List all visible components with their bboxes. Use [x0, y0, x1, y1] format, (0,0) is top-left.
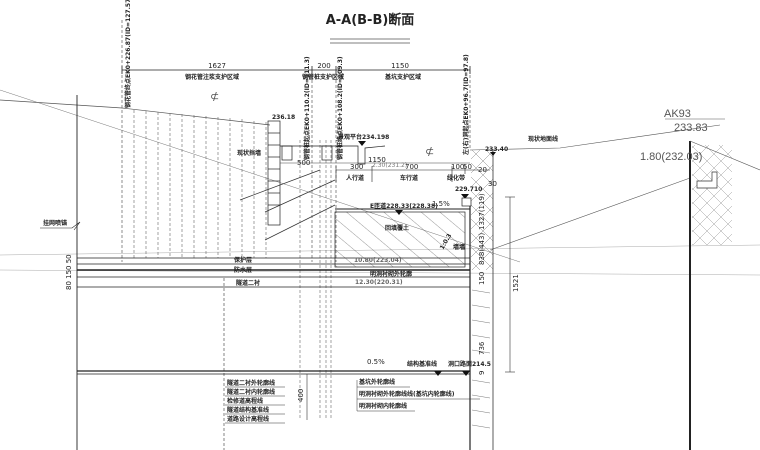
- right-dim-1521: 1521: [512, 274, 520, 292]
- legend-item: 检修道高程线: [227, 397, 263, 405]
- zone-label: 钢花管注浆支护区域: [185, 73, 239, 81]
- dim-20: 20: [478, 166, 487, 174]
- dim-sidewalk: 300: [350, 163, 363, 171]
- portal-elevation: 洞口路面214.5: [448, 360, 491, 368]
- dim-200: 200: [317, 62, 330, 70]
- dim-carriageway: 700: [405, 163, 418, 171]
- sidewalk-label: 人行道: [346, 174, 364, 182]
- existing-ground-line: [469, 124, 721, 151]
- dim-50: 50: [463, 163, 472, 171]
- ak-hatch: [692, 145, 732, 245]
- ak-elevation: 233.83: [674, 122, 708, 134]
- backfill-label: 回填覆土: [385, 224, 409, 232]
- legend-item: 隧道二衬内轮廓线: [227, 388, 275, 396]
- legend-item: 隧道结构基准线: [227, 406, 269, 414]
- grouting-pipes: [133, 110, 332, 420]
- dim-road-total: 1150: [368, 156, 386, 164]
- grass-symbol: ⊄: [425, 146, 434, 158]
- structure-datum-label: 结构基准线: [407, 360, 437, 368]
- legend-right: 基坑外轮廓线 明洞衬砌外轮廓线线(基坑内轮廓线) 明洞衬砌内轮廓线: [356, 378, 480, 412]
- right-dim: 1327(119): [478, 193, 486, 230]
- vertical-note: 左(右)洞起点EK0+96.7(ID=97.8): [462, 54, 470, 156]
- retaining-wall: [267, 120, 386, 226]
- zone-label: 钢管桩支护区域: [302, 73, 344, 81]
- grass-symbol: ⊄: [210, 91, 219, 103]
- green-belt-label: 绿化带: [447, 174, 465, 182]
- left-dims: 80 150 50: [65, 254, 73, 290]
- elevation-a: 10.80(223.04): [354, 257, 402, 264]
- drawing-title: A-A(B-B)断面: [326, 12, 415, 28]
- carriageway-label: 车行道: [400, 174, 418, 182]
- legend-item: 明洞衬砌外轮廓线线(基坑内轮廓线): [359, 390, 455, 398]
- vertical-note: 钢管桩终点EK0+108.2(ID=109.3): [336, 56, 344, 160]
- legend-item: 道路设计高程线: [227, 415, 269, 423]
- layer-label: 保护层: [233, 256, 252, 264]
- vertical-note: 钢花管终点EK0+226.87(ID=127.57): [124, 0, 132, 108]
- right-dim: 736: [478, 341, 486, 355]
- existing-retaining-wall-label: 现状挡墙: [237, 149, 261, 157]
- landscape-platform-label: 景观平台234.198: [337, 133, 389, 141]
- right-dim: 150: [478, 272, 486, 285]
- road-elevation: E匝道228.33(228.38): [370, 202, 438, 210]
- elevation-marker: [358, 141, 366, 146]
- tunnel-lining: [77, 257, 470, 288]
- slope-0-5: 0.5%: [367, 358, 385, 366]
- right-dim: 838(443): [478, 233, 486, 265]
- existing-ground-label: 现状地面线: [528, 135, 558, 143]
- dim-green: 100: [451, 163, 464, 171]
- slope-line: [0, 99, 271, 126]
- retaining-top-elevation: 236.18: [272, 114, 295, 121]
- zone-label: 基坑支护区域: [384, 73, 421, 81]
- legend-item: 明洞衬砌内轮廓线: [359, 402, 407, 410]
- layer-label: 隧道二衬: [236, 279, 260, 287]
- dim-1627: 1627: [208, 62, 226, 70]
- excavation-hatch: [471, 150, 493, 270]
- dim-1150: 1150: [391, 62, 409, 70]
- legend-left: 隧道二衬外轮廓线 隧道二衬内轮廓线 检修道高程线 隧道结构基准线 道路设计高程线: [225, 379, 285, 424]
- elevation-b: 12.30(220.31): [355, 279, 403, 286]
- open-cut-note: 明洞衬砌外轮廓: [370, 270, 412, 278]
- layer-label: 防水层: [234, 266, 252, 274]
- slope-1-5: 1.5%: [432, 200, 450, 208]
- dim-400: 400: [297, 389, 305, 402]
- legend-item: 隧道二衬外轮廓线: [227, 379, 275, 387]
- ground-elevation: 233.40: [485, 146, 508, 153]
- right-dim: 9: [478, 371, 486, 375]
- elevation-229: 229.710: [455, 186, 482, 193]
- elev-road-left: 2.30(231.2): [372, 162, 407, 169]
- ak-station: AK93: [664, 108, 691, 120]
- dim-30: 30: [488, 180, 497, 188]
- anchor-spray-label: 挂网喷锚: [43, 219, 67, 227]
- ak-offset: 1.80(232.03): [640, 151, 702, 163]
- wall-label: 墙墙: [453, 243, 465, 251]
- reference-line: [0, 269, 760, 276]
- legend-item: 基坑外轮廓线: [358, 378, 395, 386]
- vertical-note: 钢管桩起点EK0+110.2(ID=111.3): [303, 56, 311, 160]
